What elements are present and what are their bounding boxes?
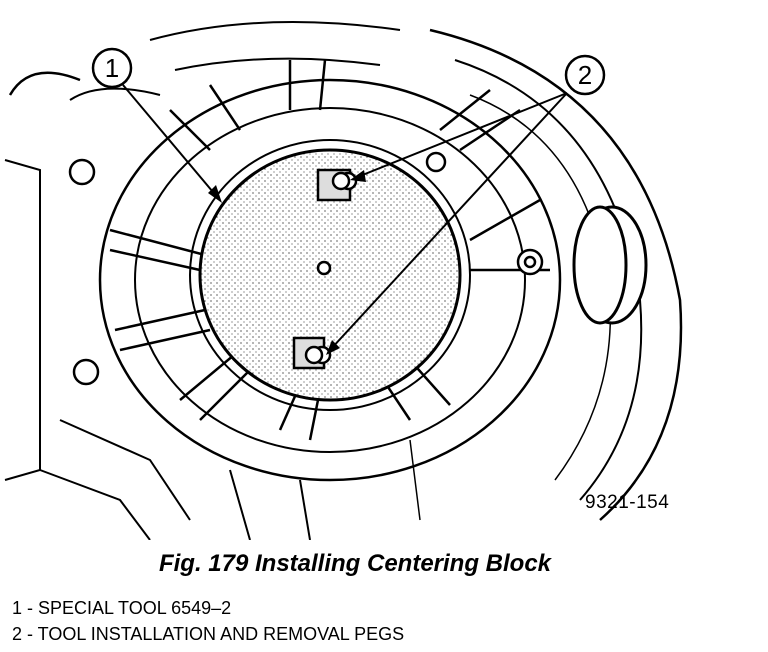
callout-1-number: 1 xyxy=(105,53,119,83)
figure-caption: Fig. 179 Installing Centering Block xyxy=(158,550,552,577)
legend-item: 1 - SPECIAL TOOL 6549–2 xyxy=(12,598,232,618)
figure-ref-code: 9321-154 xyxy=(585,492,670,513)
callout-2: 2 xyxy=(564,54,606,96)
leader-arrowheads xyxy=(208,170,366,355)
legend: 1 - SPECIAL TOOL 6549–2 2 - TOOL INSTALL… xyxy=(12,595,404,647)
seal-plug xyxy=(572,205,648,325)
bolt-holes xyxy=(68,151,544,386)
housing-ribs xyxy=(39,59,562,540)
upper-peg xyxy=(316,168,358,202)
callout-2-number: 2 xyxy=(578,60,592,90)
legend-item: 2 - TOOL INSTALLATION AND REMOVAL PEGS xyxy=(12,624,405,644)
leader-lines xyxy=(122,84,568,351)
centering-block xyxy=(189,139,471,411)
line-drawing-figure: 1 2 xyxy=(4,21,683,540)
lower-peg xyxy=(292,336,332,370)
callout-1: 1 xyxy=(91,47,133,89)
